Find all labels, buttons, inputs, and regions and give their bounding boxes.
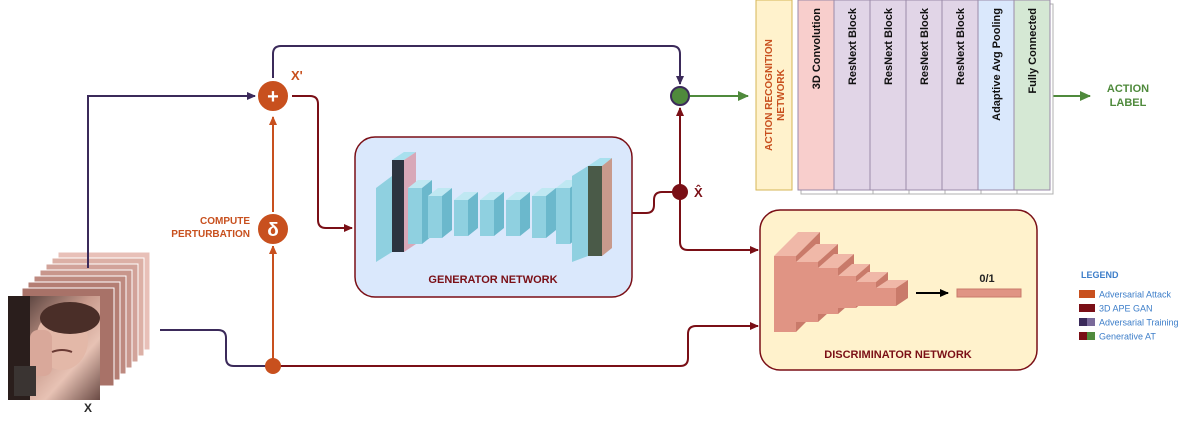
wire-input-to-plus: [87, 92, 256, 268]
discriminator-layers: [774, 232, 908, 332]
action-layer: ResNext Block: [941, 0, 982, 195]
wire-xhat-to-discriminator: [679, 199, 759, 254]
legend-swatch: [1087, 332, 1095, 340]
svg-text:+: +: [267, 86, 279, 108]
action-network-title-line2: NETWORK: [776, 68, 787, 120]
discriminator-output-label: 0/1: [979, 273, 994, 285]
action-label-line2: LABEL: [1110, 97, 1147, 109]
x-hat-label: X̂: [694, 185, 703, 200]
action-layer-label: ResNext Block: [919, 7, 931, 85]
svg-text:δ: δ: [267, 220, 279, 241]
action-layer-label: ResNext Block: [847, 7, 859, 85]
input-x-label: X: [84, 401, 92, 415]
discriminator-label: DISCRIMINATOR NETWORK: [824, 349, 972, 361]
legend-swatch: [1079, 332, 1087, 340]
legend-swatch: [1087, 318, 1095, 326]
action-recognition-network: ACTION RECOGNITION NETWORK 3D Convolutio…: [755, 0, 1054, 195]
action-layer-label: 3D Convolution: [811, 8, 823, 90]
legend-swatch: [1079, 304, 1095, 312]
legend-item-label: Adversarial Attack: [1099, 290, 1172, 300]
action-network-title-line1: ACTION RECOGNITION: [764, 39, 775, 151]
action-layer: Fully Connected: [1013, 0, 1054, 195]
legend-title: LEGEND: [1081, 270, 1119, 280]
action-layer: ResNext Block: [869, 0, 910, 195]
front-video-frame: [8, 296, 100, 400]
action-network-title-box: [755, 0, 793, 191]
wire-generator-to-xhat: [632, 191, 674, 214]
split-node: [265, 358, 281, 374]
action-layer: 3D Convolution: [797, 0, 838, 195]
action-layer: ResNext Block: [905, 0, 946, 195]
action-label-line1: ACTION: [1107, 83, 1149, 95]
generator-layers: [376, 152, 612, 262]
discriminator-output-bar: [956, 288, 1022, 298]
legend-item: 3D APE GAN: [1079, 304, 1153, 314]
plus-node: +: [256, 79, 290, 113]
compute-label-line2: PERTURBATION: [171, 229, 250, 240]
legend-swatch: [1079, 318, 1087, 326]
action-layer-label: ResNext Block: [955, 7, 967, 85]
legend-item-label: Generative AT: [1099, 332, 1156, 342]
action-layer-label: ResNext Block: [883, 7, 895, 85]
legend-item: Generative AT: [1079, 332, 1156, 342]
wire-plus-to-generator: [292, 95, 353, 232]
wire-input-to-discriminator-b: [273, 322, 759, 367]
action-layers: 3D Convolution ResNext Block ResNext Block…: [797, 0, 1054, 195]
join-node: [670, 86, 690, 106]
action-layer-label: Fully Connected: [1027, 8, 1039, 94]
action-layer: ResNext Block: [833, 0, 874, 195]
legend-item-label: 3D APE GAN: [1099, 304, 1153, 314]
discriminator-network: 0/1 DISCRIMINATOR NETWORK: [759, 209, 1038, 371]
action-layer: Adaptive Avg Pooling: [977, 0, 1018, 195]
legend-swatch: [1079, 290, 1095, 298]
legend-items: Adversarial Attack 3D APE GAN Adversarial …: [1079, 290, 1179, 342]
wire-input-to-discriminator-a: [160, 329, 272, 367]
delta-node: δ: [256, 212, 290, 246]
wire-plus-to-action: [272, 45, 684, 85]
x-hat-node: [672, 184, 688, 200]
compute-label-line1: COMPUTE: [200, 216, 250, 227]
legend-item-label: Adversarial Training: [1099, 318, 1179, 328]
legend-item: Adversarial Attack: [1079, 290, 1172, 300]
input-video-frames: [8, 251, 151, 400]
generator-network: GENERATOR NETWORK: [354, 136, 633, 298]
generator-label: GENERATOR NETWORK: [428, 274, 557, 286]
action-layer-label: Adaptive Avg Pooling: [991, 8, 1003, 121]
x-prime-label: X': [291, 68, 303, 83]
legend-item: Adversarial Training: [1079, 318, 1179, 328]
